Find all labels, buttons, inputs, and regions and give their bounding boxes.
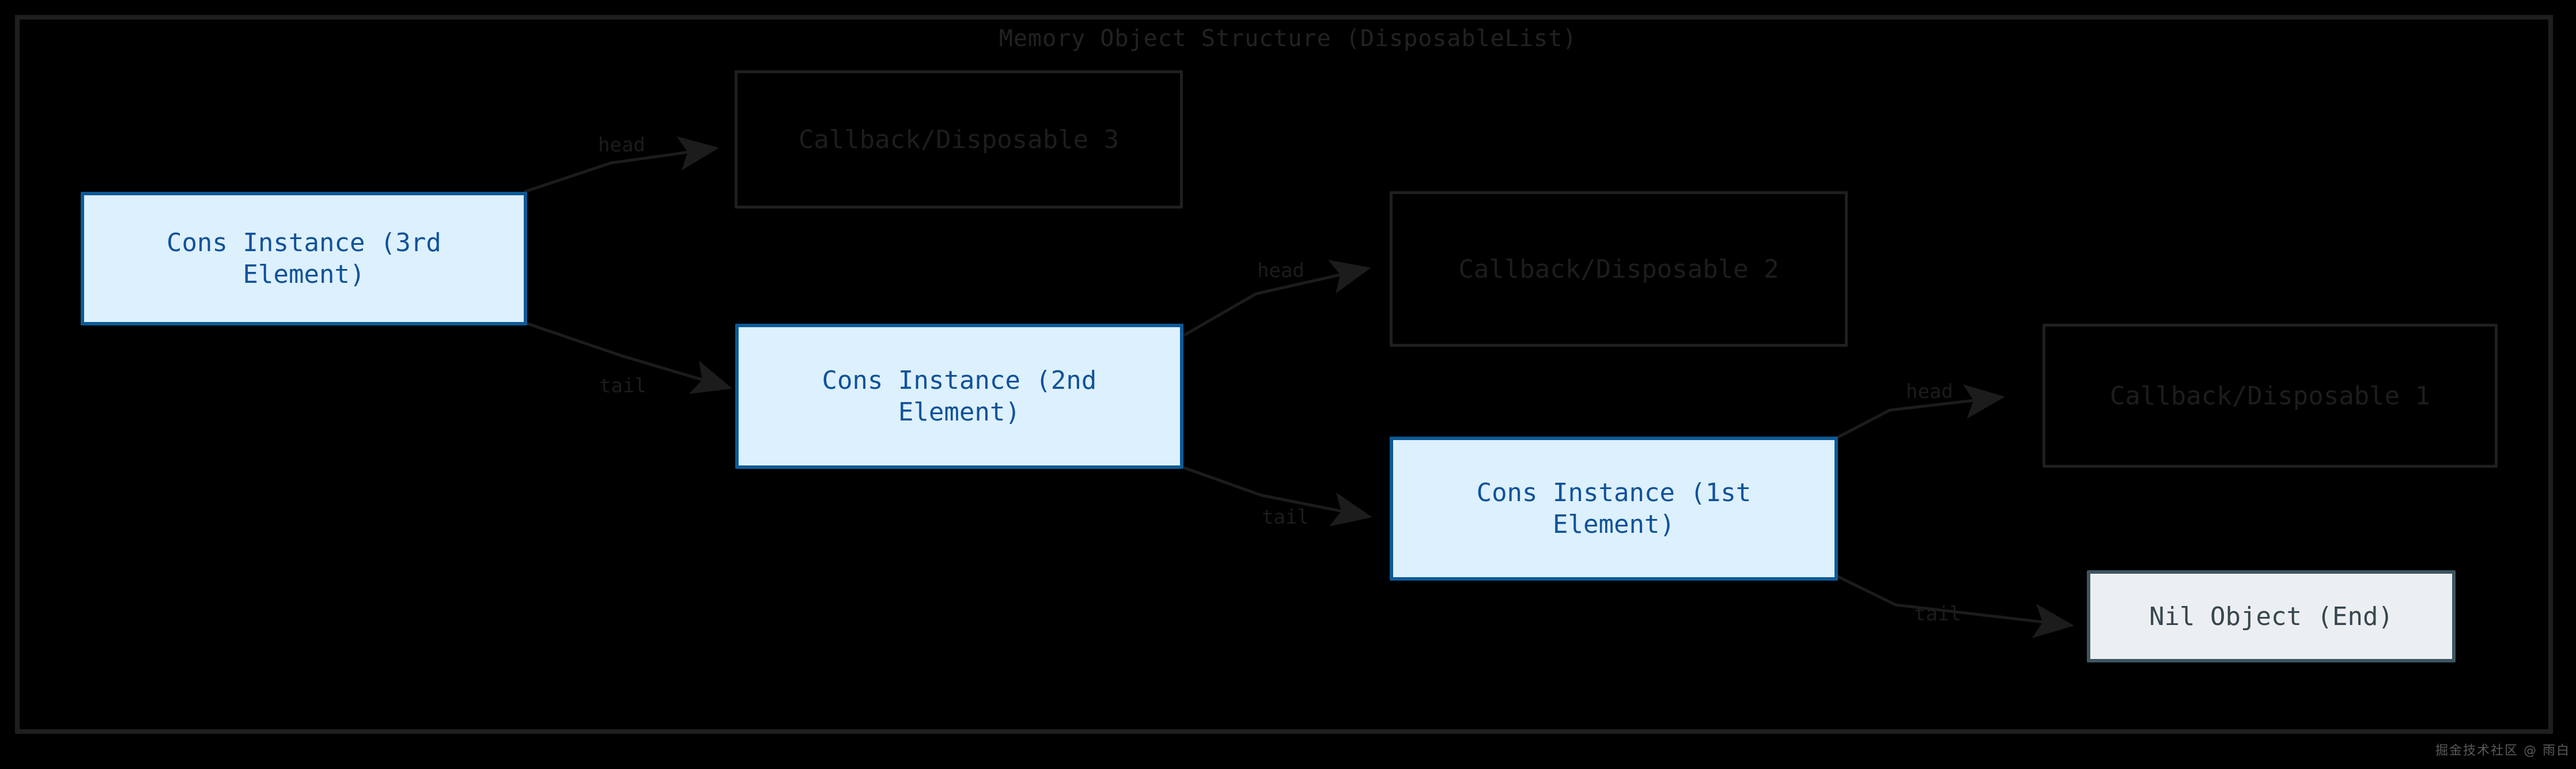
- watermark: 掘金技术社区 @ 雨白: [2435, 744, 2570, 758]
- diagram-frame: [15, 15, 2553, 734]
- node-label: Callback/Disposable 1: [2109, 381, 2431, 411]
- node-label: Cons Instance (1st Element): [1476, 478, 1752, 539]
- node-label: Cons Instance (3rd Element): [167, 228, 441, 289]
- diagram-title: Memory Object Structure (DisposableList): [998, 25, 1578, 52]
- edge-label-cons3-tail: tail: [599, 374, 646, 397]
- node-callback-disposable-3[interactable]: Callback/Disposable 3: [735, 70, 1183, 209]
- node-label: Nil Object (End): [2149, 601, 2393, 631]
- node-cons-2nd-element[interactable]: Cons Instance (2nd Element): [735, 324, 1183, 469]
- edge-label-cons3-head: head: [598, 134, 645, 157]
- node-label: Cons Instance (2nd Element): [822, 366, 1097, 427]
- node-label: Callback/Disposable 2: [1458, 254, 1779, 284]
- node-callback-disposable-2[interactable]: Callback/Disposable 2: [1390, 191, 1848, 347]
- node-callback-disposable-1[interactable]: Callback/Disposable 1: [2042, 324, 2498, 468]
- edge-label-cons2-tail: tail: [1262, 506, 1309, 529]
- node-label: Callback/Disposable 3: [798, 124, 1119, 154]
- node-cons-3rd-element[interactable]: Cons Instance (3rd Element): [81, 192, 527, 325]
- edge-label-cons2-head: head: [1257, 259, 1304, 282]
- node-cons-1st-element[interactable]: Cons Instance (1st Element): [1390, 437, 1838, 581]
- edge-label-cons1-tail: tail: [1914, 603, 1961, 626]
- node-nil-object-end[interactable]: Nil Object (End): [2087, 570, 2456, 662]
- edge-label-cons1-head: head: [1906, 380, 1953, 403]
